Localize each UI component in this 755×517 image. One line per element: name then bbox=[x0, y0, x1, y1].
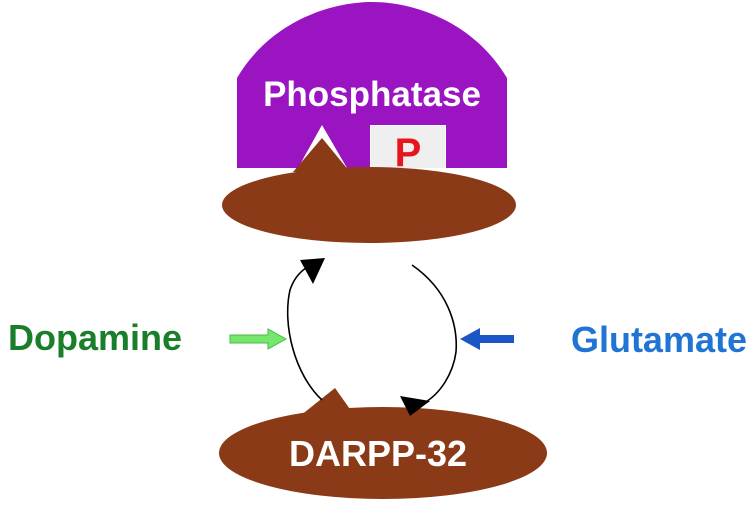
top-protein-ellipse bbox=[222, 167, 516, 243]
dopamine-input: Dopamine bbox=[8, 317, 288, 358]
right-cycle-arrowhead bbox=[400, 396, 430, 416]
phosphatase-shape bbox=[237, 2, 507, 168]
phosphate-label: P bbox=[395, 131, 422, 175]
left-cycle-arc bbox=[286, 267, 323, 401]
dopamine-arrow bbox=[229, 328, 288, 350]
cycle-arrows bbox=[286, 258, 458, 416]
top-protein bbox=[222, 138, 516, 243]
right-cycle-arc bbox=[411, 264, 458, 404]
top-protein-bump bbox=[293, 138, 350, 172]
dopamine-label: Dopamine bbox=[8, 317, 182, 358]
phosphatase-enzyme: Phosphatase bbox=[237, 2, 507, 168]
phosphate-group: P bbox=[371, 126, 445, 175]
darpp32-bump bbox=[300, 388, 384, 416]
bottom-protein: DARPP-32 bbox=[219, 388, 547, 499]
glutamate-arrow bbox=[460, 328, 514, 350]
phosphatase-label: Phosphatase bbox=[263, 75, 481, 114]
left-cycle-arrowhead bbox=[300, 258, 325, 284]
glutamate-input: Glutamate bbox=[460, 319, 747, 360]
darpp32-ellipse bbox=[219, 407, 547, 499]
darpp32-label: DARPP-32 bbox=[289, 433, 467, 474]
glutamate-label: Glutamate bbox=[571, 319, 747, 360]
phosphate-box bbox=[371, 126, 445, 168]
